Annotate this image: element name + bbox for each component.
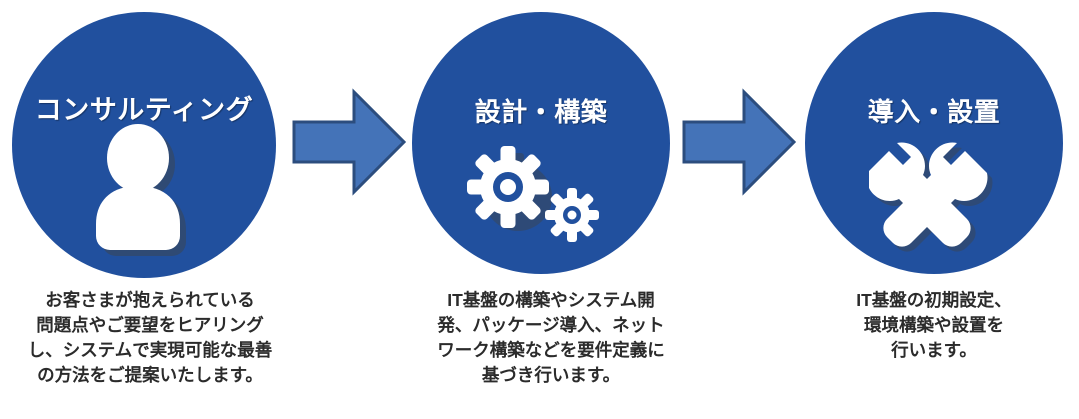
- caption-line: ワーク構築などを要件定義に: [437, 339, 665, 360]
- caption-line: 問題点やご要望をヒアリング: [36, 314, 264, 335]
- caption-line: IT基盤の初期設定、: [856, 290, 1012, 310]
- step-circle: 導入・設置: [805, 12, 1063, 274]
- caption-line: 発、パッケージ導入、ネット: [437, 314, 665, 335]
- caption-line: お客さまが抱えられている: [45, 290, 255, 310]
- flow-arrow-2: [682, 88, 797, 201]
- caption-line: 基づき行います。: [481, 364, 621, 385]
- caption-line: し、システムで実現可能な最善: [27, 339, 273, 360]
- step-circle: 設計・構築: [412, 12, 670, 274]
- step-title: コンサルティング: [34, 95, 254, 125]
- caption-line: 行います。: [891, 339, 977, 360]
- caption-line: IT基盤の構築やシステム開: [447, 290, 655, 310]
- process-step-consulting: コンサルティング お客さまが抱えられている 問題点やご要望をヒアリング し、シス…: [0, 0, 294, 419]
- step-caption: IT基盤の初期設定、 環境構築や設置を 行います。: [805, 288, 1063, 363]
- step-circle: コンサルティング: [12, 12, 276, 278]
- flow-arrow-1: [292, 88, 407, 201]
- gears-icon: [412, 142, 670, 258]
- step-title: 設計・構築: [474, 97, 608, 127]
- caption-line: の方法をご提案いたします。: [37, 364, 263, 385]
- step-title: 導入・設置: [867, 97, 1001, 127]
- process-step-deploy-install: 導入・設置 IT基盤の初期設定、 環境構築や設置を: [775, 0, 1075, 419]
- caption-line: 環境構築や設置を: [864, 314, 1004, 335]
- tools-icon: [805, 137, 1063, 263]
- person-icon: [12, 124, 276, 260]
- step-caption: お客さまが抱えられている 問題点やご要望をヒアリング し、システムで実現可能な最…: [0, 288, 300, 387]
- step-caption: IT基盤の構築やシステム開 発、パッケージ導入、ネット ワーク構築などを要件定義…: [398, 288, 704, 387]
- process-step-design-build: 設計・構築: [388, 0, 688, 419]
